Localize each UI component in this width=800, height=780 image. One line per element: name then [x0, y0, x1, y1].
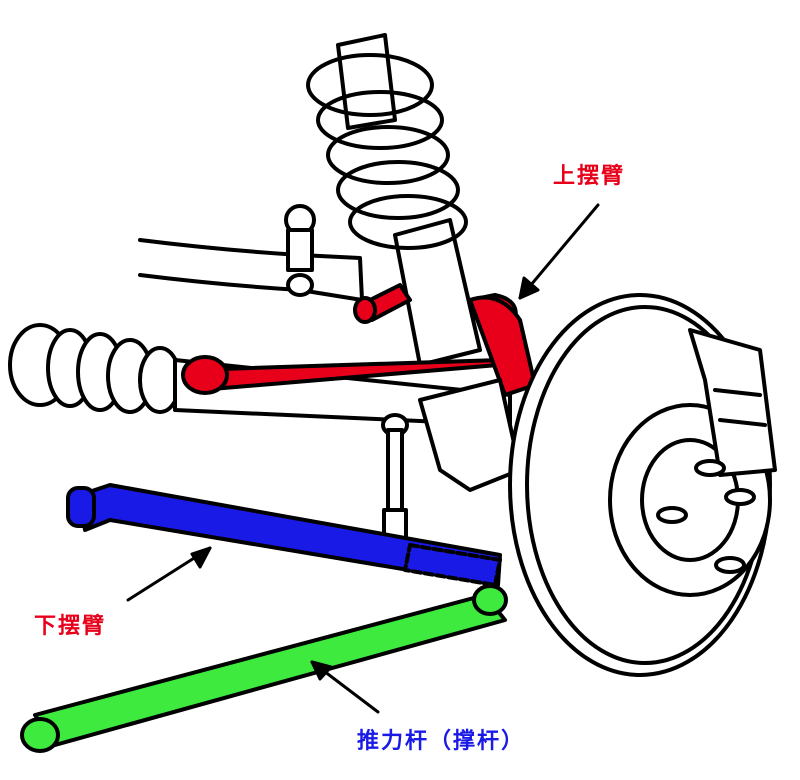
link-rod: [381, 413, 409, 542]
arrow-strut: [310, 660, 380, 714]
arrow-upper: [518, 203, 600, 300]
lower-arm: [66, 483, 502, 587]
label-upper-arm: 上摆臂: [553, 164, 626, 189]
strut-rod-green: [20, 584, 508, 753]
strut-rod: [336, 33, 397, 130]
label-lower-arm: 下摆臂: [34, 614, 107, 639]
wheel-studs: [656, 459, 756, 574]
label-strut-rod: 推力杆（撑杆）: [357, 729, 526, 754]
brake-caliper: [688, 328, 777, 477]
steering-knuckle: [418, 378, 522, 492]
ball-joint: [284, 204, 316, 297]
drive-shaft: [138, 238, 364, 302]
upper-arm: [181, 283, 537, 397]
arrow-lower: [126, 546, 212, 602]
strut-body: [393, 218, 482, 367]
coil-spring: [306, 53, 468, 250]
